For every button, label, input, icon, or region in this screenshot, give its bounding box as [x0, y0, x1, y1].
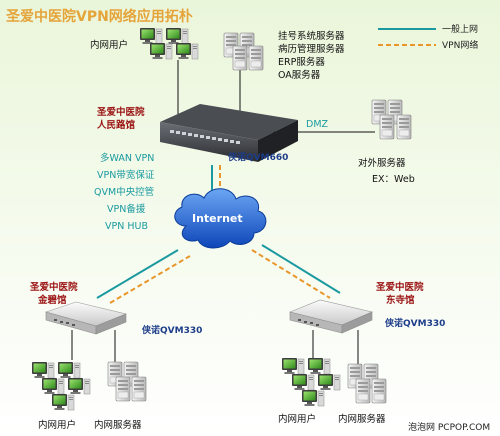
right-device-label: 侠诺QVM330 [385, 317, 445, 329]
link-right-internet [261, 244, 341, 294]
hq-server-label: 挂号系统服务器 [278, 30, 345, 42]
legend: 一般上网 VPN网络 [378, 23, 478, 51]
external-server-label: 对外服务器 [358, 157, 406, 169]
left-site-name-line2: 金碧馆 [37, 294, 67, 306]
internet-cloud-icon [174, 188, 267, 249]
feature-item: VPN备援 [107, 203, 146, 215]
feature-item: 多WAN VPN [100, 152, 154, 164]
left-router-icon [44, 301, 127, 335]
right-users-label: 内网用户 [278, 413, 316, 425]
right-server-label: 内网服务器 [338, 413, 386, 425]
right-site-name-line2: 东寺馆 [386, 294, 415, 306]
server-icon [371, 378, 387, 404]
server-icon [379, 114, 395, 140]
watermark: 泡泡网 PCPOP.COM [408, 421, 490, 433]
hq-router-icon [160, 104, 298, 162]
link-left-internet [96, 249, 179, 299]
server-icon [131, 376, 147, 402]
dmz-label: DMZ [306, 119, 329, 130]
left-device-label: 侠诺QVM330 [142, 324, 202, 336]
right-site-name-line1: 圣爱中医院 [375, 281, 424, 293]
legend-vpn-label: VPN网络 [442, 39, 478, 51]
feature-item: VPN带宽保证 [97, 169, 155, 181]
hq-server-label: ERP服务器 [278, 56, 325, 68]
hq-server-label: OA服务器 [278, 69, 321, 81]
link-right-vpn [251, 249, 331, 299]
server-icon [248, 45, 264, 71]
left-users-label: 内网用户 [38, 419, 76, 431]
feature-list: 多WAN VPN VPN带宽保证 QVM中央控管 VPN备援 VPN HUB [94, 152, 155, 232]
left-site-name-line1: 圣爱中医院 [29, 281, 78, 293]
server-icon [232, 45, 248, 71]
server-icon [115, 376, 131, 402]
server-icon [355, 378, 371, 404]
hq-server-label: 病历管理服务器 [278, 43, 345, 55]
hq-device-label: 侠诺QVM660 [228, 151, 288, 163]
hq-site-name-line1: 圣爱中医院 [96, 106, 145, 118]
external-server-example: EX：Web [372, 174, 415, 185]
legend-internet-label: 一般上网 [442, 23, 478, 35]
diagram-title: 圣爱中医院VPN网络应用拓朴 [5, 8, 193, 25]
internet-cloud-label: Internet [192, 212, 243, 225]
right-router-icon [289, 299, 373, 334]
hq-server-list: 挂号系统服务器 病历管理服务器 ERP服务器 OA服务器 [278, 30, 345, 81]
server-icon [396, 114, 412, 140]
feature-item: QVM中央控管 [94, 186, 154, 198]
left-server-label: 内网服务器 [94, 419, 142, 431]
hq-users-label: 内网用户 [90, 39, 128, 51]
hq-site-name-line2: 人民路馆 [97, 119, 136, 131]
feature-item: VPN HUB [105, 221, 148, 232]
